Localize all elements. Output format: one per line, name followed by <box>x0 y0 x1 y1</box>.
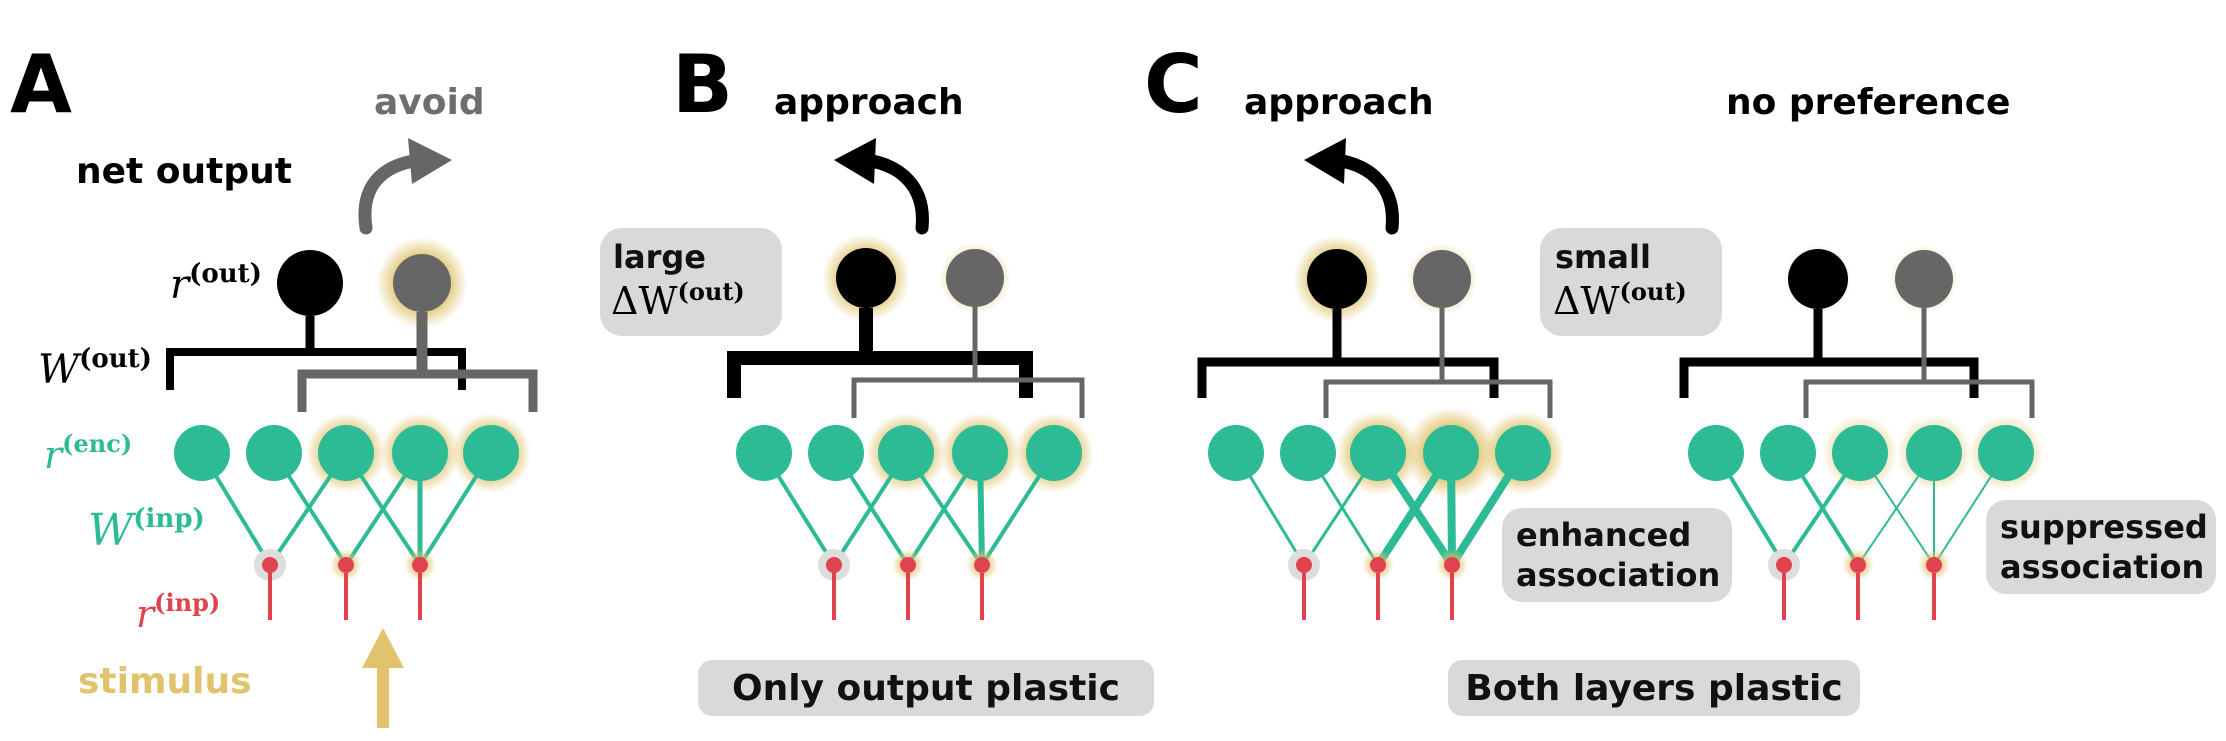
stimulus-arrowhead <box>362 628 404 668</box>
panel-a-action-label: avoid <box>374 82 485 123</box>
panel-c-letter: C <box>1144 38 1203 131</box>
output-neuron-left <box>277 250 343 316</box>
stimulus-label: stimulus <box>78 661 252 702</box>
inp-neuron <box>1850 557 1866 573</box>
enc-neuron <box>1978 425 2034 481</box>
suppressed-line2: association <box>2000 548 2204 586</box>
inp-neuron <box>1296 557 1312 573</box>
encoding-neurons <box>174 425 519 481</box>
w-out-label: W(out) <box>38 344 152 393</box>
suppressed-line1: suppressed <box>2000 508 2208 546</box>
caption-box <box>698 660 1154 716</box>
large-delta-w-bubble <box>600 228 782 336</box>
bubble-large-line1: large <box>613 238 706 276</box>
enc-neuron <box>736 425 792 481</box>
inp-neuron <box>826 557 842 573</box>
r-inp-label: r(inp) <box>136 588 220 636</box>
inp-neuron <box>1370 557 1386 573</box>
enc-neuron <box>878 425 934 481</box>
w-out-gray-tree <box>851 307 1085 418</box>
suppressed-association-bubble <box>1986 500 2216 594</box>
enc-neuron <box>463 425 519 481</box>
w-out-gray-tree <box>297 312 538 412</box>
w-out-gray-tree <box>1323 308 1553 418</box>
bubble-small-line2: ΔW(out) <box>1553 277 1687 323</box>
w-out-black-tree <box>1679 309 1979 398</box>
bubble-small-line1: small <box>1555 238 1651 276</box>
enhanced-line2: association <box>1516 556 1720 594</box>
approach-arrowhead <box>834 138 876 184</box>
output-neuron-left <box>836 248 896 308</box>
enc-neuron <box>808 425 864 481</box>
stimulus-arrow-shaft <box>377 660 389 728</box>
net-output-label: net output <box>76 151 292 192</box>
enc-neuron <box>1832 425 1888 481</box>
encoding-neurons <box>736 425 1082 481</box>
enc-neuron <box>174 425 230 481</box>
output-neuron-left <box>1307 249 1367 309</box>
approach-arrow <box>1329 153 1399 235</box>
r-enc-label: r(enc) <box>44 429 132 477</box>
inp-neuron <box>1776 557 1792 573</box>
enc-neuron <box>246 425 302 481</box>
avoid-arrow <box>358 153 427 235</box>
small-delta-w-bubble <box>1540 228 1722 336</box>
input-neurons <box>818 549 998 620</box>
output-neuron-right <box>393 254 451 312</box>
enhanced-association-bubble <box>1502 508 1732 602</box>
panel-b-action-label: approach <box>774 82 964 123</box>
enc-neuron <box>392 425 448 481</box>
enc-neuron <box>1208 425 1264 481</box>
enc-neuron <box>1026 425 1082 481</box>
enc-neuron <box>1906 425 1962 481</box>
panel-c-right-action-label: no preference <box>1726 82 2010 123</box>
caption-box <box>1448 660 1860 716</box>
output-neuron-right <box>946 249 1004 307</box>
panel-a: A avoid net output r(out) W(out) r(enc) … <box>10 38 538 728</box>
output-neuron-right <box>1895 250 1953 308</box>
panel-c-left-action-label: approach <box>1244 82 1434 123</box>
input-neurons <box>254 549 436 620</box>
w-out-black-tree <box>1197 309 1499 398</box>
inp-neuron <box>412 557 428 573</box>
inp-neuron <box>338 557 354 573</box>
panel-c: C approach no preference <box>1144 38 2216 716</box>
r-out-label: r(out) <box>170 259 262 308</box>
encoding-neurons <box>1688 425 2034 481</box>
input-neurons <box>1288 549 1468 620</box>
bubble-large-line2: ΔW(out) <box>611 277 745 323</box>
enc-neuron <box>1280 425 1336 481</box>
enc-neuron <box>1688 425 1744 481</box>
approach-arrow <box>859 153 929 235</box>
inp-neuron <box>974 557 990 573</box>
enc-neuron <box>1495 425 1551 481</box>
avoid-arrowhead <box>408 138 452 184</box>
panel-a-letter: A <box>10 38 72 131</box>
panel-c-caption: Both layers plastic <box>1465 668 1842 709</box>
enc-neuron <box>952 425 1008 481</box>
panel-b-caption: Only output plastic <box>732 668 1120 709</box>
inp-neuron <box>262 557 278 573</box>
enc-neuron <box>318 425 374 481</box>
enc-neuron <box>1350 425 1406 481</box>
enc-neuron <box>1423 425 1479 481</box>
enc-neuron <box>1760 425 1816 481</box>
w-inp-label: W(inp) <box>88 504 205 556</box>
enhanced-line1: enhanced <box>1516 516 1691 554</box>
output-neuron-left <box>1788 249 1848 309</box>
inp-neuron <box>1926 557 1942 573</box>
panel-b: B approach large ΔW(out) <box>600 38 1154 716</box>
w-out-gray-tree <box>1803 308 2035 418</box>
panel-b-letter: B <box>672 38 733 131</box>
output-neuron-right <box>1413 250 1471 308</box>
inp-neuron <box>900 557 916 573</box>
approach-arrowhead <box>1304 138 1346 184</box>
encoding-neurons <box>1208 425 1551 481</box>
inp-neuron <box>1444 557 1460 573</box>
input-neurons <box>1768 549 1950 620</box>
